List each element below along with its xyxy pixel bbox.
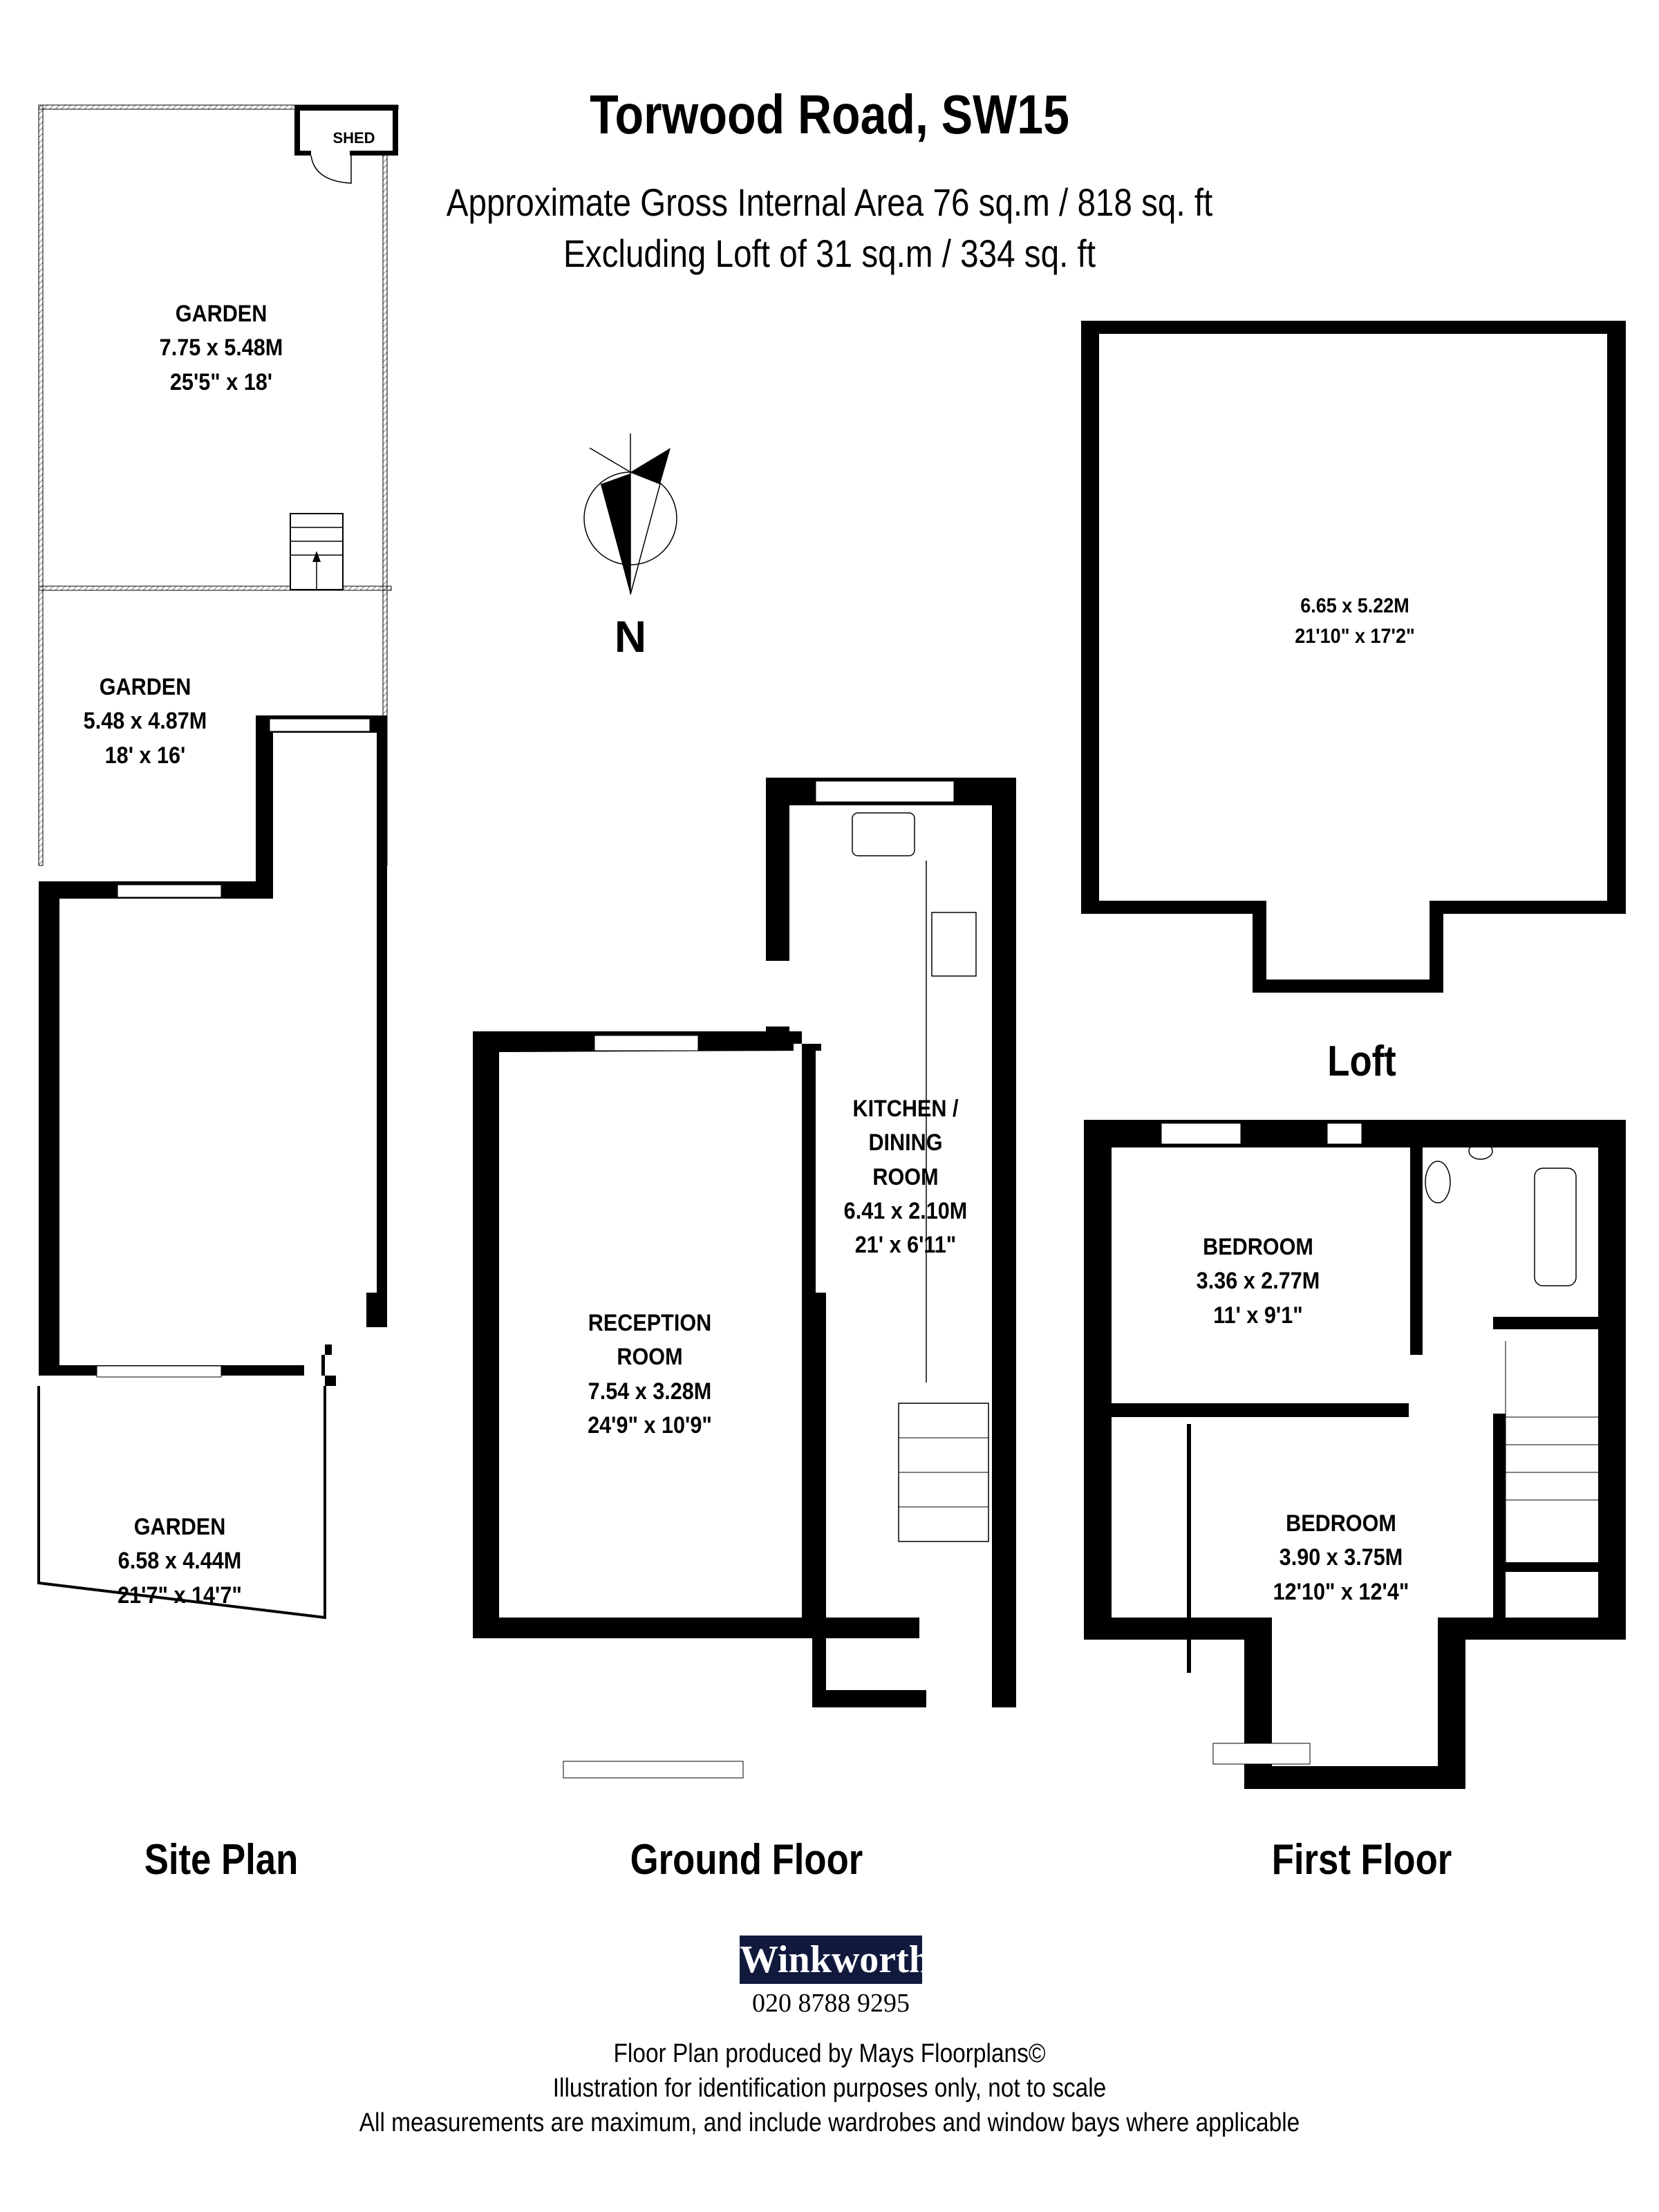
garden-imperial: 25'5" x 18' (169, 368, 273, 395)
room-name: BEDROOM (1203, 1234, 1313, 1260)
reception-room-label: RECEPTION ROOM 7.54 x 3.28M 24'9" x 10'9… (538, 1306, 762, 1443)
bedroom-front-label: BEDROOM 3.90 x 3.75M 12'10" x 12'4" (1241, 1507, 1441, 1609)
garden-metric: 5.48 x 4.87M (83, 708, 207, 735)
room-metric: 3.36 x 2.77M (1196, 1268, 1320, 1295)
bedroom-rear-label: BEDROOM 3.36 x 2.77M 11' x 9'1" (1159, 1230, 1358, 1333)
shed-label: SHED (332, 129, 375, 147)
garden-middle-label: GARDEN 5.48 x 4.87M 18' x 16' (46, 671, 245, 773)
agent-phone: 020 8788 9295 (752, 1989, 910, 2018)
disclaimer-scale: Illustration for identification purposes… (552, 2074, 1107, 2103)
garden-imperial: 21'7" x 14'7" (118, 1582, 242, 1609)
shed (294, 105, 398, 184)
gross-internal-area: Approximate Gross Internal Area 76 sq.m … (446, 180, 1213, 224)
room-name-line: DINING (868, 1130, 943, 1156)
room-metric: 3.90 x 3.75M (1279, 1544, 1403, 1571)
garden-rear-label: GARDEN 7.75 x 5.48M 25'5" x 18' (97, 297, 346, 400)
first-floor-plan (1084, 1120, 1626, 1789)
site-plan (37, 104, 399, 1620)
site-plan-title: Site Plan (144, 1836, 299, 1884)
room-name-line: ROOM (617, 1344, 683, 1371)
winkworth-logo: Winkworth (740, 1936, 930, 1984)
room-metric: 6.65 x 5.22M (1300, 594, 1409, 617)
room-imperial: 11' x 9'1" (1213, 1302, 1303, 1329)
kitchen-dining-label: KITCHEN / DINING ROOM 6.41 x 2.10M 21' x… (825, 1092, 986, 1262)
room-name: BEDROOM (1286, 1510, 1396, 1537)
garden-imperial: 18' x 16' (104, 742, 186, 769)
garden-name: GARDEN (99, 674, 191, 700)
loft-room-label: 6.65 x 5.22M 21'10" x 17'2" (1249, 591, 1461, 651)
site-house-outline (39, 715, 387, 1386)
north-arrow-icon (583, 433, 677, 595)
room-name-line: ROOM (872, 1163, 939, 1190)
room-metric: 7.54 x 3.28M (588, 1378, 712, 1405)
compass-north-label: N (614, 612, 647, 662)
room-metric: 6.41 x 2.10M (843, 1197, 968, 1224)
room-imperial: 12'10" x 12'4" (1273, 1578, 1409, 1605)
ground-floor-title: Ground Floor (630, 1836, 863, 1884)
garden-metric: 7.75 x 5.48M (159, 335, 283, 362)
disclaimer-measurements: All measurements are maximum, and includ… (359, 2108, 1300, 2137)
floorplan-credit: Floor Plan produced by Mays Floorplans© (613, 2039, 1046, 2068)
room-imperial: 24'9" x 10'9" (588, 1412, 712, 1438)
garden-name: GARDEN (175, 301, 268, 327)
garden-name: GARDEN (133, 1514, 226, 1540)
garden-steps (290, 513, 344, 590)
ground-floor-plan (473, 778, 1016, 1779)
loft-plan (1081, 321, 1626, 993)
garden-front-label: GARDEN 6.58 x 4.44M 21'7" x 14'7" (74, 1510, 285, 1613)
loft-area-exclusion: Excluding Loft of 31 sq.m / 334 sq. ft (563, 232, 1096, 275)
room-imperial: 21'10" x 17'2" (1295, 624, 1415, 648)
loft-title: Loft (1327, 1038, 1396, 1085)
page-title: Torwood Road, SW15 (590, 84, 1069, 145)
room-name-line: RECEPTION (588, 1310, 712, 1336)
garden-metric: 6.58 x 4.44M (118, 1548, 242, 1575)
room-imperial: 21' x 6'11" (854, 1232, 957, 1259)
first-floor-title: First Floor (1271, 1836, 1452, 1884)
room-name-line: KITCHEN / (852, 1096, 959, 1122)
